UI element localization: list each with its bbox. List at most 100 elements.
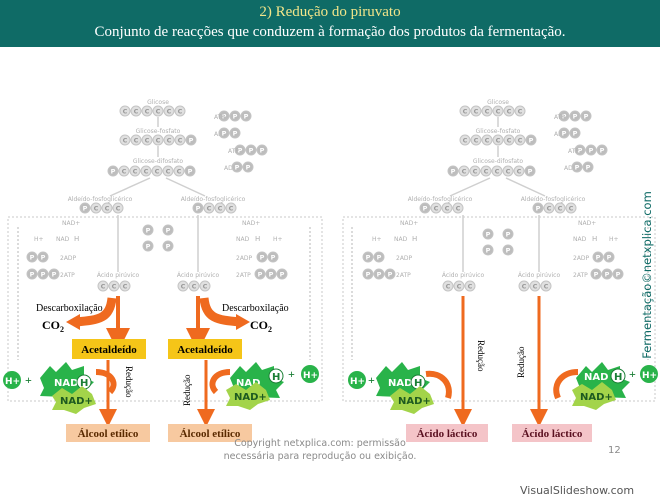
descarbox-arrow-1 [75,297,117,327]
bead-letter: P [235,164,240,172]
carbon-bead [130,134,142,146]
nadplus-text-l2: NAD+ [580,392,613,403]
carbon-bead [118,165,130,177]
copyright-notice: Copyright netxplica.com: permissão neces… [200,437,440,463]
bead-letter: C [144,168,149,176]
bead-letter: C [178,108,183,116]
bead-letter: P [486,247,491,255]
bead-letter: P [536,205,541,213]
carbon-bead [151,165,163,177]
carbon-bead [543,202,555,214]
bead-letter: P [189,137,194,145]
side-label: Fermentação©netxplica.com [640,191,654,359]
bead-letter: P [222,130,227,138]
label-glicose-fosfato: Glicose-fosfato [136,128,181,135]
two-atp-l1: 2ATP [60,272,75,279]
nadh-label-r2: NAD [573,236,587,243]
bead-letter: C [134,137,139,145]
label-piruvico-2: Ácido pirúvico [177,272,220,279]
hplus-text-l1: H+ [350,377,365,387]
carbon-bead [130,105,142,117]
nadh-h-l1: H [414,378,422,389]
bead-letter: C [463,137,468,145]
adp-label-2: ADP [224,165,237,172]
nadh-h-r2: H [592,235,597,243]
phosphate-bead [384,268,396,280]
carbon-bead [119,280,131,292]
nadh-text-a2: NAD [236,378,260,389]
nadh-text-l1: NAD [388,378,412,389]
carbon-bead [503,134,515,146]
nadplus-burst-l2: NAD+ [572,382,616,410]
carbon-bead [112,202,124,214]
carbon-bead [163,134,175,146]
reducao-curve-l2 [553,369,579,400]
carbon-bead [470,134,482,146]
product-label-l2: Ácido láctico [522,428,583,440]
phosphate-bead [229,110,241,122]
bead-letter: C [203,283,208,291]
bead-letter: C [116,205,121,213]
phosphate-bead [218,110,230,122]
nadh-text-l2: NAD [584,372,608,383]
phosphate-bead [242,161,254,173]
bead-letter: C [218,205,223,213]
bead-letter: C [229,205,234,213]
phosphate-bead [256,144,268,156]
label-piruvico-r1: Ácido pirúvico [442,272,485,279]
bead-letter: C [112,283,117,291]
label-aldeido-r2: Aldeído-fosfoglicérico [521,196,586,203]
plus-a1: + [25,373,32,387]
phosphate-bead [254,268,266,280]
descarbox-label-2: Descarboxilação [222,303,289,314]
bead-letter: C [495,168,500,176]
bead-letter: P [616,271,621,279]
two-adp-r2: 2ADP [573,255,590,262]
phosphate-bead [218,127,230,139]
phosphate-bead [26,268,38,280]
bead-letter: P [575,164,580,172]
carbon-bead [140,165,152,177]
carbon-bead [459,134,471,146]
acetaldeido-label-2: Acetaldeído [177,344,233,356]
copyright-line-1: Copyright netxplica.com: permissão [234,438,406,449]
carbon-bead [152,134,164,146]
bead-letter: C [123,108,128,116]
bead-letter: C [558,205,563,213]
phosphate-bead [585,144,597,156]
descarbox-label-1: Descarboxilação [36,303,103,314]
carbon-bead [502,165,514,177]
bead-letter: P [41,271,46,279]
bead-letter: P [605,271,610,279]
carbon-bead [119,105,131,117]
bead-letter: P [607,254,612,262]
phosphate-pair-r4: P [502,244,514,256]
bead-letter: C [456,205,461,213]
bead-letter: C [507,108,512,116]
nadh-h-a1: H [80,378,88,389]
phosphate-bead [525,134,537,146]
nad-plus-label-r2: NAD+ [578,220,596,227]
hplus-l1: H+ + [348,371,375,389]
phosphate-bead [373,251,385,263]
product-box-l1 [406,424,488,442]
bead-letter: C [485,137,490,145]
label-aldeido-r1: Aldeído-fosfoglicérico [408,196,473,203]
bead-letter: P [111,168,116,176]
bead-letter: C [484,168,489,176]
bead-letter: C [474,137,479,145]
bead-letter: C [156,137,161,145]
bead-letter: C [145,137,150,145]
phosphate-bead [107,165,119,177]
